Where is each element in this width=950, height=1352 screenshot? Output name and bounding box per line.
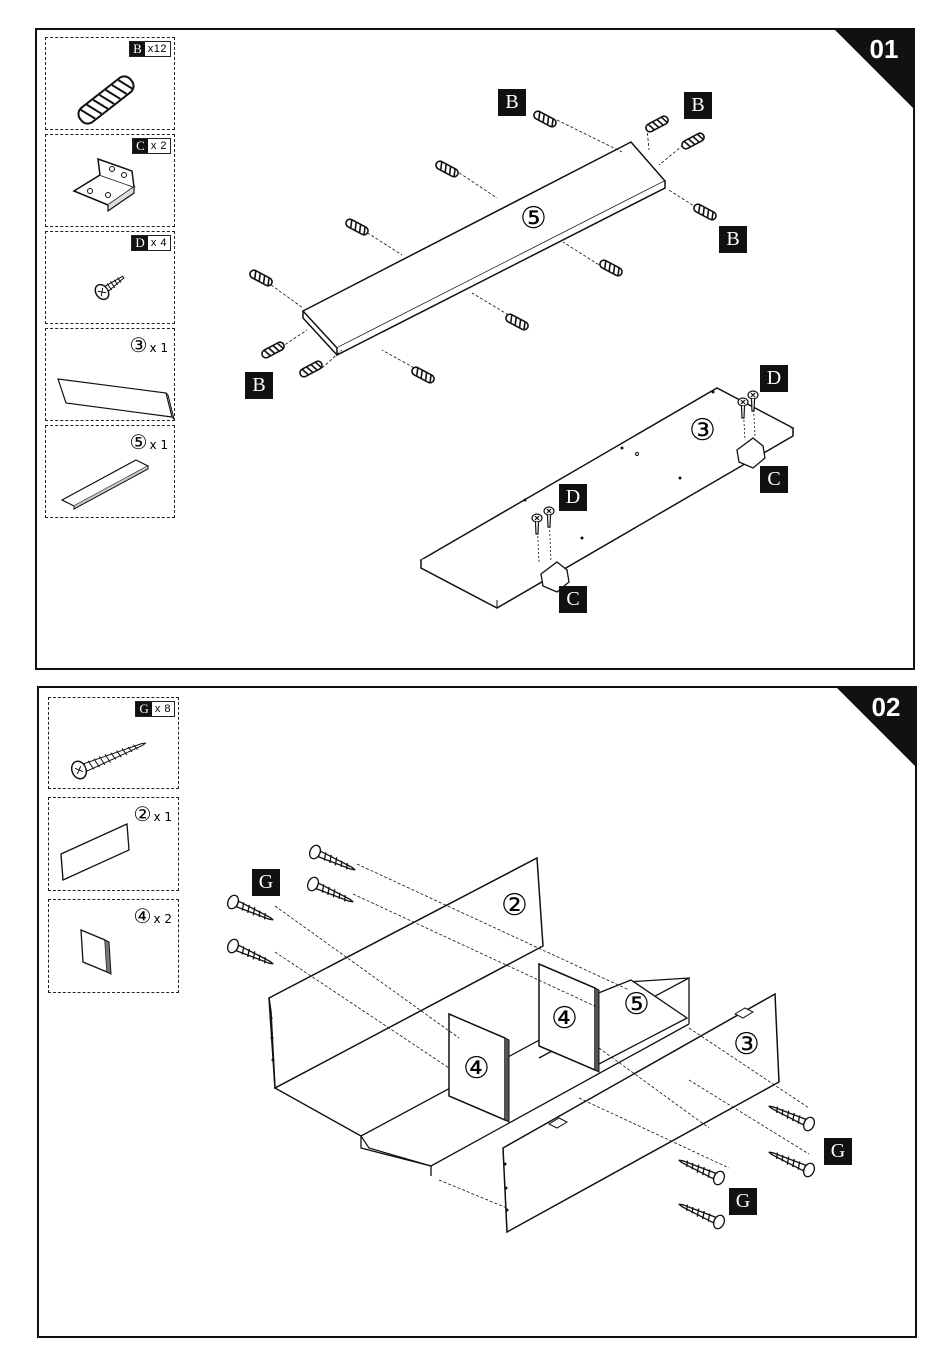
step1-assembly-diagram: [37, 30, 917, 672]
panel-3-number: ③: [689, 416, 716, 446]
label-G: G: [729, 1188, 757, 1215]
label-B: B: [719, 226, 747, 253]
label-C: C: [760, 466, 788, 493]
panel-3-base: [421, 388, 793, 608]
label-B: B: [498, 89, 526, 116]
label-D: D: [760, 365, 788, 392]
label-G: G: [252, 869, 280, 896]
panel-4-number: ④: [551, 1004, 578, 1034]
panel-3-number: ③: [733, 1030, 760, 1060]
label-B: B: [245, 372, 273, 399]
label-D: D: [559, 484, 587, 511]
label-G: G: [824, 1138, 852, 1165]
panel-5-number: ⑤: [623, 990, 650, 1020]
step2-assembly-diagram: [39, 688, 919, 1340]
shelf-5-number: ⑤: [520, 204, 547, 234]
panel-4-number: ④: [463, 1054, 490, 1084]
label-B: B: [684, 92, 712, 119]
label-C: C: [559, 586, 587, 613]
panel-2-number: ②: [501, 891, 528, 921]
shelf-5-panel: [303, 142, 665, 355]
